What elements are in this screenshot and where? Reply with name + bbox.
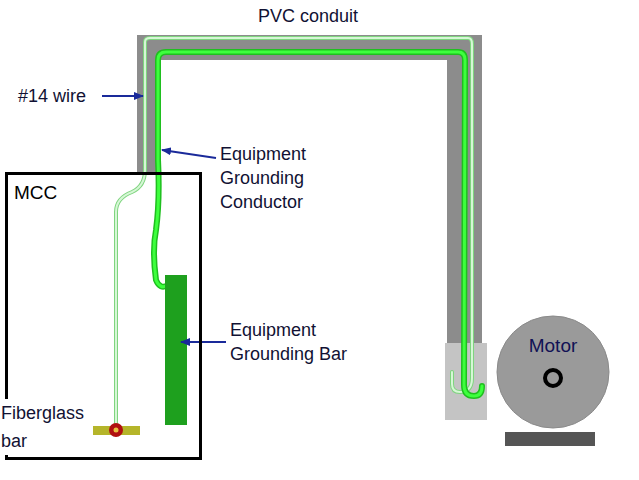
motor-label: Motor	[496, 334, 610, 358]
motor-body	[497, 316, 609, 428]
terminal-screw-center	[114, 428, 119, 433]
grounding-bar-label: Equipment Grounding Bar	[230, 318, 355, 366]
equipment-grounding-conductor	[154, 52, 482, 396]
wire-label: #14 wire	[18, 84, 102, 108]
terminal-screw	[109, 423, 123, 437]
number-14-wire	[116, 38, 472, 430]
motor-housing	[496, 315, 610, 429]
equipment-grounding-bar	[165, 275, 187, 425]
motor-shaft	[545, 370, 561, 386]
conductor-label: Equipment Grounding Conductor	[220, 142, 345, 214]
cabinet-label: MCC	[14, 181, 199, 205]
motor: Motor	[496, 315, 610, 429]
motor-base	[505, 432, 595, 446]
leader-arrow	[181, 341, 226, 343]
leader-arrow	[162, 150, 216, 158]
fiberglass-bar-label: Fiberglass bar	[1, 399, 93, 455]
conduit-label: PVC conduit	[258, 4, 418, 28]
pvc-conduit	[137, 35, 482, 345]
leader-arrow	[102, 95, 143, 97]
